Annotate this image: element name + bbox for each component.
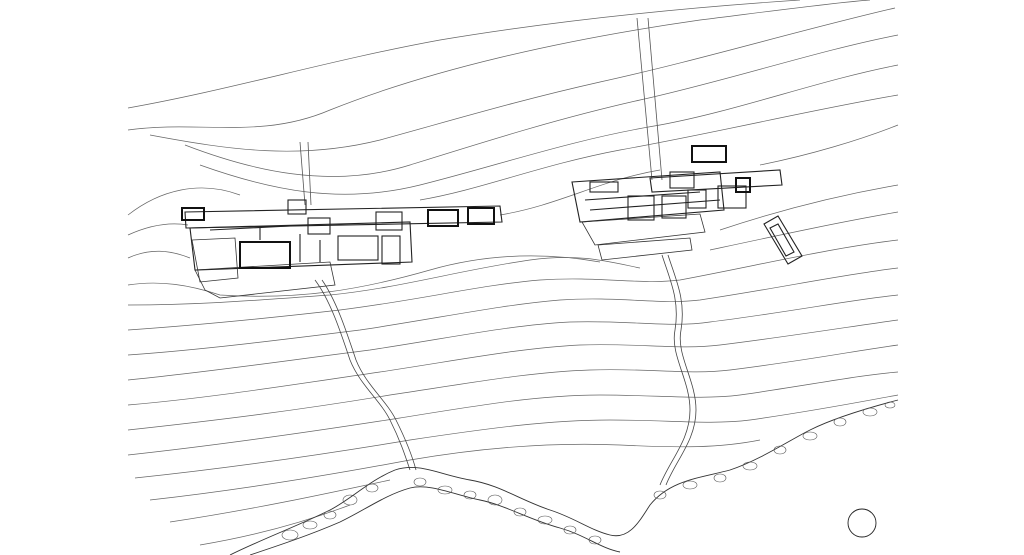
footpaths <box>314 254 697 486</box>
north-arrow-icon <box>847 508 877 538</box>
pavilion-plan <box>763 215 803 265</box>
terrain-contours <box>127 0 899 546</box>
access-roads <box>299 17 663 206</box>
west-house-plan <box>181 199 503 299</box>
east-house-plan <box>571 145 783 261</box>
shoreline-rocks <box>229 399 899 555</box>
